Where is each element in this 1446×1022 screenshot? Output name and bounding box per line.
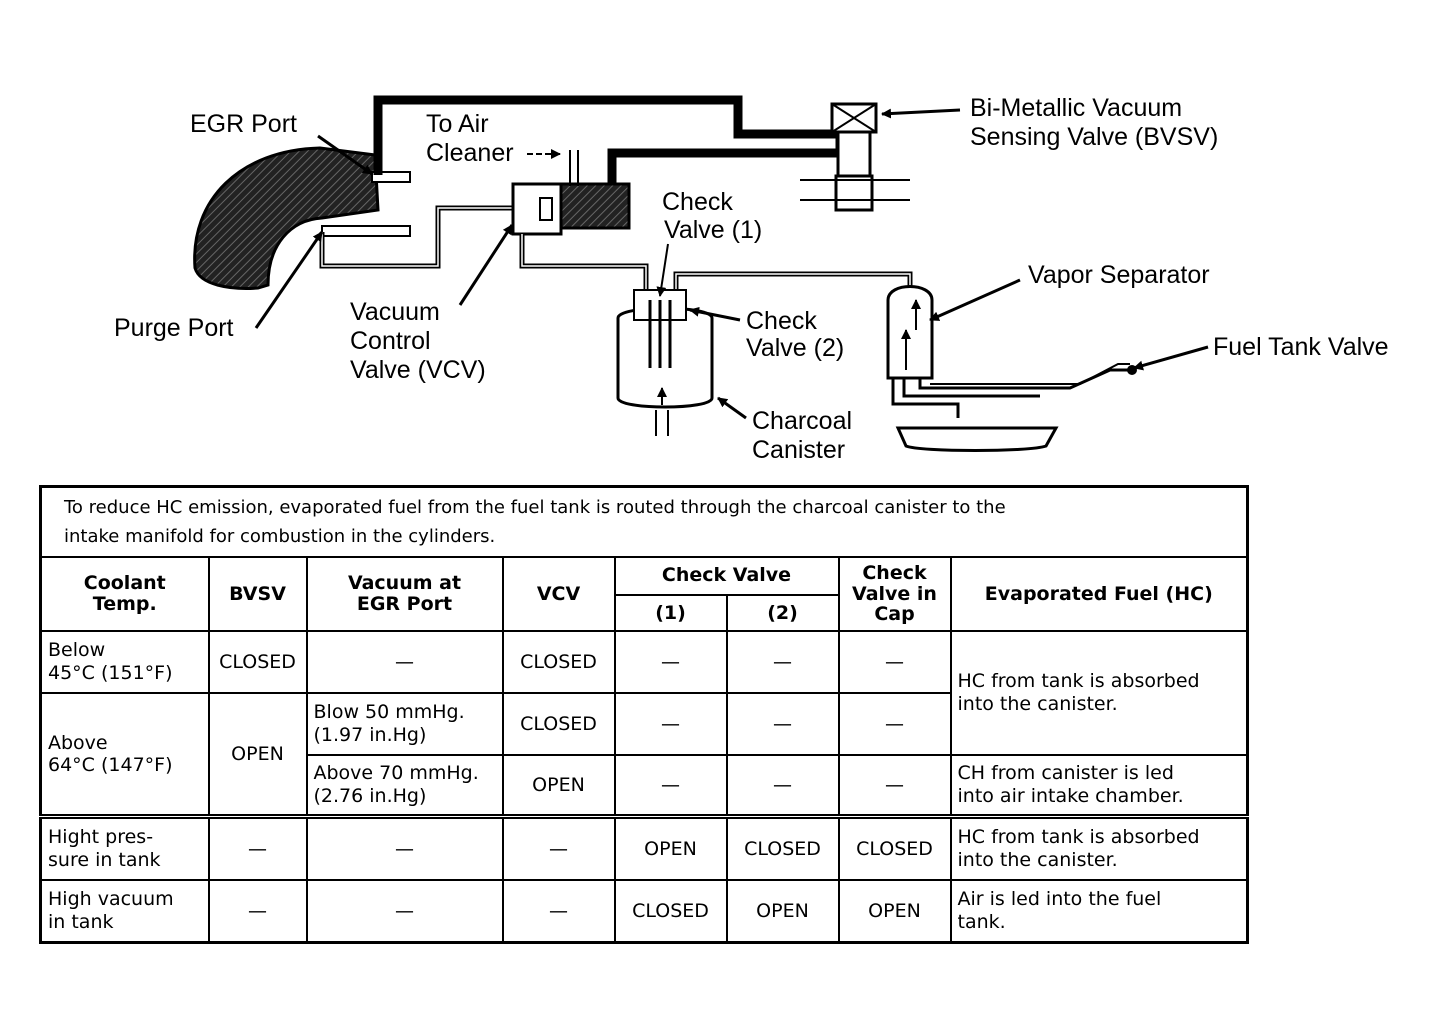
row3-cv2: —	[725, 753, 840, 818]
row3-vacuum: Above 70 mmHg.(2.76 in.Hg)	[305, 753, 504, 818]
bvsv-label: Bi-Metallic Vacuum	[970, 94, 1182, 122]
table-row: Above 70 mmHg.(2.76 in.Hg) OPEN — — — CH…	[41, 753, 1249, 818]
row5-cv1: CLOSED	[613, 879, 728, 944]
row3-cap: —	[837, 753, 952, 818]
row1-cv1: —	[613, 630, 728, 695]
row1-vacuum: —	[305, 630, 504, 695]
row4-condition: Hight pres-sure in tank	[39, 814, 210, 882]
check-valve-2-label: Check	[746, 307, 817, 335]
to-air-cleaner-label-2: Cleaner	[426, 139, 514, 167]
canister-label: Charcoal	[752, 407, 852, 435]
vacuum-control-valve	[511, 150, 631, 236]
canister-separator-line	[673, 271, 913, 298]
check-valve-1-label-2: Valve (1)	[664, 216, 762, 244]
evap-operation-table: To reduce HC emission, evaporated fuel f…	[39, 485, 1250, 944]
above-bvsv: OPEN	[207, 692, 308, 818]
row4-vacuum: —	[305, 814, 504, 882]
evap-system-diagram: EGR Port To Air Cleaner Bi-Metallic Vacu…	[114, 94, 1389, 464]
intake-manifold	[193, 146, 380, 290]
vcv-label-2: Control	[350, 327, 431, 355]
row2-cap: —	[837, 692, 952, 756]
intro-line-1: To reduce HC emission, evaporated fuel f…	[64, 496, 1006, 518]
header-check-valve: Check Valve	[613, 555, 840, 596]
row2-vacuum: Blow 50 mmHg.(1.97 in.Hg)	[305, 692, 504, 756]
row1-vcv: CLOSED	[501, 630, 616, 695]
fuel-tank	[895, 426, 1059, 452]
table-row: Hight pres-sure in tank — — — OPEN CLOSE…	[39, 814, 1249, 882]
fuel-tank-valve-label: Fuel Tank Valve	[1213, 333, 1389, 361]
row5-bvsv: —	[207, 879, 308, 944]
row3-vcv: OPEN	[501, 753, 616, 818]
row1-bvsv: CLOSED	[207, 630, 308, 695]
row1-cv2: —	[725, 630, 840, 695]
header-bvsv: BVSV	[207, 555, 308, 633]
vapor-separator-label: Vapor Separator	[1028, 261, 1210, 289]
row5-cap: OPEN	[837, 879, 952, 944]
row4-cv1: OPEN	[613, 814, 728, 882]
row5-cv2: OPEN	[725, 879, 840, 944]
row4-cap: CLOSED	[837, 814, 952, 882]
vcv-label: Vacuum	[350, 298, 440, 326]
row4-cv2: CLOSED	[725, 814, 840, 882]
header-check-valve-2: (2)	[725, 593, 840, 633]
row4-vcv: —	[501, 814, 616, 882]
check-valve-2-label-2: Valve (2)	[746, 334, 844, 362]
canister-label-2: Canister	[752, 436, 845, 464]
egr-port-nipple	[371, 171, 411, 183]
intro-line-2: intake manifold for combustion in the cy…	[64, 525, 496, 547]
header-check-valve-1: (1)	[613, 593, 728, 633]
row3-cv1: —	[613, 753, 728, 818]
table-intro: To reduce HC emission, evaporated fuel f…	[39, 485, 1249, 558]
to-air-cleaner-label: To Air	[426, 110, 489, 138]
charcoal-canister	[616, 289, 714, 436]
header-evaporated-fuel: Evaporated Fuel (HC)	[949, 555, 1249, 633]
vcv-label-3: Valve (VCV)	[350, 356, 486, 384]
row1-cap: —	[837, 630, 952, 695]
bvsv-vcv-hose	[607, 148, 860, 192]
row5-vacuum: —	[305, 879, 504, 944]
purge-port-nipple	[321, 225, 411, 237]
row2-cv1: —	[613, 692, 728, 756]
egr-port-label: EGR Port	[190, 110, 297, 138]
row2-vcv: CLOSED	[501, 692, 616, 756]
purge-port-label: Purge Port	[114, 314, 234, 342]
check-valve-1-label: Check	[662, 188, 733, 216]
bvsv-label-2: Sensing Valve (BVSV)	[970, 123, 1218, 151]
row5-vcv: —	[501, 879, 616, 944]
row4-bvsv: —	[207, 814, 308, 882]
header-vcv: VCV	[501, 555, 616, 633]
vapor-separator-unit	[886, 285, 1130, 418]
bvsv-valve	[800, 102, 910, 212]
row2-cv2: —	[725, 692, 840, 756]
